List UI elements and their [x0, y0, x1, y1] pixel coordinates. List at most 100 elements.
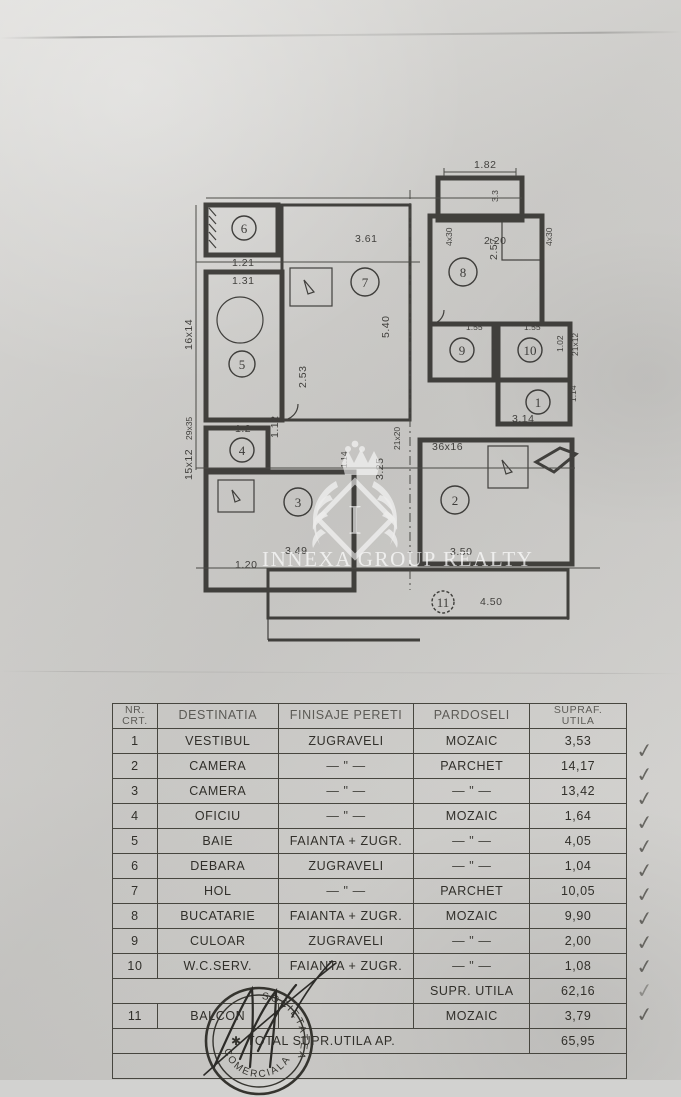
total-label: TOTAL SUPR.UTILA AP. — [111, 1028, 531, 1054]
svg-text:6: 6 — [241, 221, 248, 236]
svg-text:3.25: 3.25 — [374, 458, 386, 480]
svg-text:9: 9 — [459, 343, 466, 358]
cell-finisaje: — " — — [277, 878, 415, 904]
cell-suprafata: 1,08 — [529, 953, 627, 979]
cell-suprafata: 10,05 — [529, 878, 627, 904]
cell-finisaje: ZUGRAVELI — [277, 853, 415, 879]
svg-text:3.14: 3.14 — [512, 413, 534, 425]
cell-destinatia: W.C.SERV. — [156, 953, 279, 979]
svg-text:1.82: 1.82 — [474, 159, 496, 171]
cell-pardoseli: MOZAIC — [413, 728, 531, 754]
cell-nr-crt: 3 — [112, 778, 158, 804]
cell-pardoseli: PARCHET — [413, 878, 531, 904]
svg-text:1.14: 1.14 — [339, 451, 349, 468]
svg-text:1.02: 1.02 — [490, 335, 500, 352]
svg-text:3: 3 — [295, 495, 302, 510]
balcony-checkmark: ✓ — [634, 1003, 655, 1028]
row-checkmark: ✓ — [634, 811, 655, 836]
cell-pardoseli: MOZAIC — [413, 803, 531, 829]
header-destinatia: DESTINATIA — [156, 703, 279, 729]
svg-text:7: 7 — [362, 275, 369, 290]
cell-nr-crt: 4 — [112, 803, 158, 829]
svg-text:8: 8 — [460, 265, 467, 280]
cell-finisaje: FAIANTA + ZUGR. — [277, 903, 415, 929]
svg-text:1.21: 1.21 — [232, 257, 254, 269]
cell-destinatia: CULOAR — [156, 928, 279, 954]
cell-pardoseli: PARCHET — [413, 753, 531, 779]
subtotal-value: 62,16 — [529, 978, 627, 1004]
svg-text:21x12: 21x12 — [570, 333, 580, 356]
cell-finisaje: — " — — [277, 778, 415, 804]
cell-destinatia: OFICIU — [156, 803, 279, 829]
svg-text:1.14: 1.14 — [568, 385, 578, 402]
cell-pardoseli: — " — — [413, 928, 531, 954]
cell-destinatia: VESTIBUL — [156, 728, 279, 754]
row-checkmark: ✓ — [634, 739, 655, 764]
cell-finisaje: ZUGRAVELI — [277, 728, 415, 754]
svg-text:1.20: 1.20 — [235, 559, 257, 571]
cell-finisaje: — " — — [277, 803, 415, 829]
svg-text:2.57: 2.57 — [488, 238, 500, 260]
cell-pardoseli: — " — — [413, 853, 531, 879]
stamp-star-icon: ✱ — [231, 1034, 241, 1048]
cell-nr-crt: 9 — [112, 928, 158, 954]
subtotal-checkmark: ✓ — [634, 979, 655, 1004]
cell-nr-crt: 8 — [112, 903, 158, 929]
header-supraf-line1: SUPRAF. — [553, 703, 603, 716]
svg-text:11: 11 — [437, 595, 450, 610]
svg-text:2.53: 2.53 — [297, 366, 309, 388]
cell-nr-crt: 2 — [112, 753, 158, 779]
svg-text:1.55: 1.55 — [466, 322, 483, 332]
cell-pardoseli: MOZAIC — [413, 903, 531, 929]
handwritten-signature — [203, 960, 337, 1076]
svg-text:4.50: 4.50 — [480, 596, 502, 608]
svg-text:4x30: 4x30 — [444, 227, 454, 246]
svg-text:5: 5 — [239, 357, 246, 372]
svg-text:1.31: 1.31 — [232, 275, 254, 287]
cell-destinatia: DEBARA — [156, 853, 279, 879]
header-supraf-line2: UTILA — [561, 715, 595, 727]
cell-destinatia: BAIE — [156, 828, 279, 854]
cell-pardoseli: — " — — [413, 828, 531, 854]
svg-text:1.02: 1.02 — [555, 335, 565, 352]
cell-pardoseli: MOZAIC — [413, 1003, 531, 1029]
row-checkmark: ✓ — [634, 835, 655, 860]
cell-destinatia: CAMERA — [156, 778, 279, 804]
cell-nr-crt: 7 — [112, 878, 158, 904]
cell-suprafata: 3,79 — [529, 1003, 627, 1029]
table-header-row: NR. CRT. DESTINATIA FINISAJE PERETI PARD… — [112, 703, 627, 729]
svg-text:2.20: 2.20 — [484, 235, 506, 247]
subtotal-label: SUPR. UTILA — [413, 978, 531, 1004]
header-nr-line2: CRT. — [122, 715, 148, 727]
svg-text:36x16: 36x16 — [432, 441, 463, 453]
row-checkmark: ✓ — [634, 883, 655, 908]
cell-suprafata: 13,42 — [529, 778, 627, 804]
svg-text:1.12: 1.12 — [269, 416, 281, 438]
cell-destinatia: CAMERA — [156, 753, 279, 779]
cell-suprafata: 4,05 — [529, 828, 627, 854]
row-checkmark: ✓ — [634, 787, 655, 812]
cell-nr-crt: 6 — [112, 853, 158, 879]
svg-text:1: 1 — [535, 395, 542, 410]
cell-nr-crt: 10 — [112, 953, 158, 979]
cell-suprafata: 9,90 — [529, 903, 627, 929]
svg-text:16x14: 16x14 — [183, 319, 195, 350]
total-value: 65,95 — [529, 1028, 627, 1054]
floor-plan-drawing: .w{stroke:#2e2d2a;fill:none;} .thick{str… — [0, 150, 681, 670]
room-schedule-table-wrapper: NR. CRT. DESTINATIA FINISAJE PERETI PARD… — [111, 703, 627, 1079]
cell-nr-crt: 11 — [112, 1003, 158, 1029]
row-checkmark: ✓ — [634, 931, 655, 956]
cell-pardoseli: — " — — [413, 953, 531, 979]
header-suprafata: SUPRAF. UTILA — [529, 703, 627, 729]
svg-text:2: 2 — [452, 493, 459, 508]
svg-text:3.50: 3.50 — [450, 546, 472, 558]
